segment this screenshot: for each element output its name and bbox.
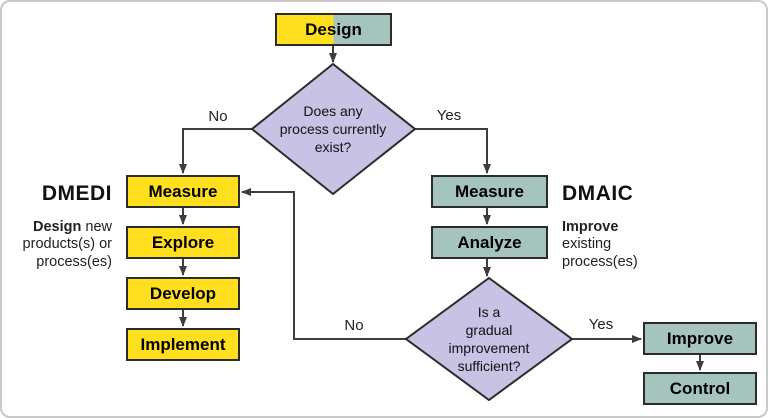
dmedi-step-explore: Explore (126, 226, 240, 259)
decision-top-label: Does any process currently exist? (279, 102, 387, 156)
dmedi-step-measure-label: Measure (148, 181, 218, 201)
dmedi-description-rest: new products(s) or process(es) (22, 218, 112, 270)
edge-decision-bottom-no-loopback (241, 188, 406, 340)
dmedi-description: Design new products(s) or process(es) (10, 219, 112, 272)
dmaic-step-measure-label: Measure (455, 181, 524, 201)
edge-label-no-top: No (208, 108, 228, 125)
dmedi-step-implement-label: Implement (140, 334, 226, 354)
dmaic-title: DMAIC (562, 182, 634, 205)
dmedi-keyword: Design (33, 218, 82, 235)
dmedi-title: DMEDI (41, 182, 112, 205)
edge-label-yes-bottom: Yes (588, 316, 614, 333)
edge-decision-top-yes-branch (415, 128, 491, 174)
dmaic-step-analyze-label: Analyze (457, 232, 522, 252)
dmedi-step-develop: Develop (126, 277, 240, 310)
edge-label-no-bottom: No (344, 317, 364, 334)
dmaic-step-analyze: Analyze (431, 226, 548, 259)
decision-diamond-process-exists (250, 62, 417, 196)
dmedi-step-measure: Measure (126, 175, 240, 208)
dmedi-step-implement: Implement (126, 328, 240, 361)
edge-label-yes-top: Yes (436, 107, 462, 124)
result-step-control-label: Control (669, 378, 731, 398)
design-step-label: Design (305, 19, 362, 39)
dmaic-step-measure: Measure (431, 175, 548, 208)
design-step-box: Design (275, 13, 392, 46)
result-step-improve-label: Improve (666, 328, 734, 348)
dmaic-keyword: Improve (562, 218, 619, 235)
dmaic-description-rest: existing process(es) (562, 236, 638, 270)
dmedi-step-explore-label: Explore (151, 232, 215, 252)
dmedi-step-develop-label: Develop (149, 283, 217, 303)
result-step-improve: Improve (643, 322, 757, 355)
decision-diamond-gradual-improvement (404, 276, 574, 402)
decision-bottom-label: Is a gradual improvement sufficient? (448, 303, 530, 375)
result-step-control: Control (643, 372, 757, 405)
dmedi-legend: DMEDI Design new products(s) or process(… (10, 181, 112, 272)
edge-decision-top-no-branch (179, 128, 252, 174)
